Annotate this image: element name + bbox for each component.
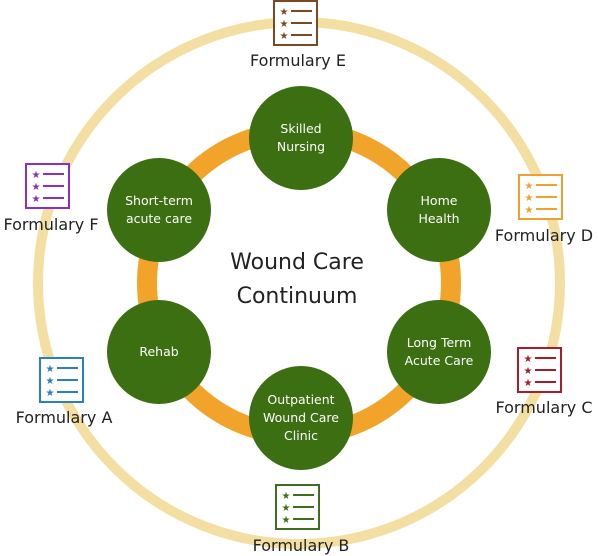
node-rehab: Rehab bbox=[107, 300, 211, 404]
node-circle bbox=[107, 158, 211, 262]
svg-text:★: ★ bbox=[46, 388, 55, 399]
node-label: Skilled bbox=[280, 121, 321, 136]
node-label: Acute Care bbox=[405, 353, 474, 368]
center-title-line2: Continuum bbox=[237, 284, 358, 309]
svg-text:★: ★ bbox=[280, 31, 289, 42]
node-label: Long Term bbox=[407, 335, 472, 350]
node-label: Short-term bbox=[125, 193, 193, 208]
node-label: Wound Care bbox=[263, 410, 339, 425]
node-label: Rehab bbox=[139, 344, 178, 359]
svg-text:★: ★ bbox=[524, 378, 533, 389]
svg-text:★: ★ bbox=[280, 7, 289, 18]
formulary-label: Formulary B bbox=[253, 536, 350, 555]
svg-text:★: ★ bbox=[524, 366, 533, 377]
formulary-c: ★★★Formulary C bbox=[496, 347, 593, 417]
svg-text:★: ★ bbox=[32, 182, 41, 193]
node-label: Health bbox=[418, 211, 459, 226]
svg-text:★: ★ bbox=[524, 354, 533, 365]
svg-text:★: ★ bbox=[282, 503, 291, 514]
formulary-icons: ★★★Formulary E★★★Formulary D★★★Formulary… bbox=[3, 0, 593, 555]
node-label: Clinic bbox=[284, 428, 318, 443]
formulary-b: ★★★Formulary B bbox=[253, 484, 350, 555]
svg-text:★: ★ bbox=[32, 194, 41, 205]
node-label: Outpatient bbox=[267, 392, 334, 407]
svg-text:★: ★ bbox=[282, 515, 291, 526]
center-title-line1: Wound Care bbox=[230, 250, 364, 275]
node-circle bbox=[387, 300, 491, 404]
formulary-e: ★★★Formulary E bbox=[250, 0, 346, 70]
svg-text:★: ★ bbox=[46, 364, 55, 375]
svg-text:★: ★ bbox=[46, 376, 55, 387]
svg-text:★: ★ bbox=[280, 19, 289, 30]
formulary-label: Formulary D bbox=[495, 226, 593, 245]
star-list-icon: ★★★ bbox=[517, 347, 562, 393]
svg-text:★: ★ bbox=[32, 170, 41, 181]
formulary-label: Formulary A bbox=[16, 408, 113, 427]
node-label: Home bbox=[421, 193, 458, 208]
star-list-icon: ★★★ bbox=[518, 174, 563, 220]
node-label: acute care bbox=[126, 211, 192, 226]
node-circle bbox=[249, 86, 353, 190]
star-list-icon: ★★★ bbox=[39, 357, 84, 403]
svg-text:★: ★ bbox=[525, 193, 534, 204]
star-list-icon: ★★★ bbox=[275, 484, 320, 530]
formulary-f: ★★★Formulary F bbox=[3, 163, 99, 234]
star-list-icon: ★★★ bbox=[273, 0, 318, 46]
node-label: Nursing bbox=[277, 139, 325, 154]
svg-text:★: ★ bbox=[525, 205, 534, 216]
node-circle bbox=[249, 366, 353, 470]
formulary-label: Formulary F bbox=[3, 215, 98, 234]
formulary-label: Formulary C bbox=[496, 398, 593, 417]
node-circle bbox=[387, 158, 491, 262]
center-title: Wound Care Continuum bbox=[230, 250, 364, 309]
formulary-label: Formulary E bbox=[250, 51, 346, 70]
star-list-icon: ★★★ bbox=[25, 163, 70, 209]
node-short-term-acute-care: Short-term acute care bbox=[107, 158, 211, 262]
formulary-a: ★★★Formulary A bbox=[16, 357, 113, 427]
svg-text:★: ★ bbox=[525, 181, 534, 192]
node-circle bbox=[107, 300, 211, 404]
svg-text:★: ★ bbox=[282, 491, 291, 502]
formulary-d: ★★★Formulary D bbox=[495, 174, 593, 245]
